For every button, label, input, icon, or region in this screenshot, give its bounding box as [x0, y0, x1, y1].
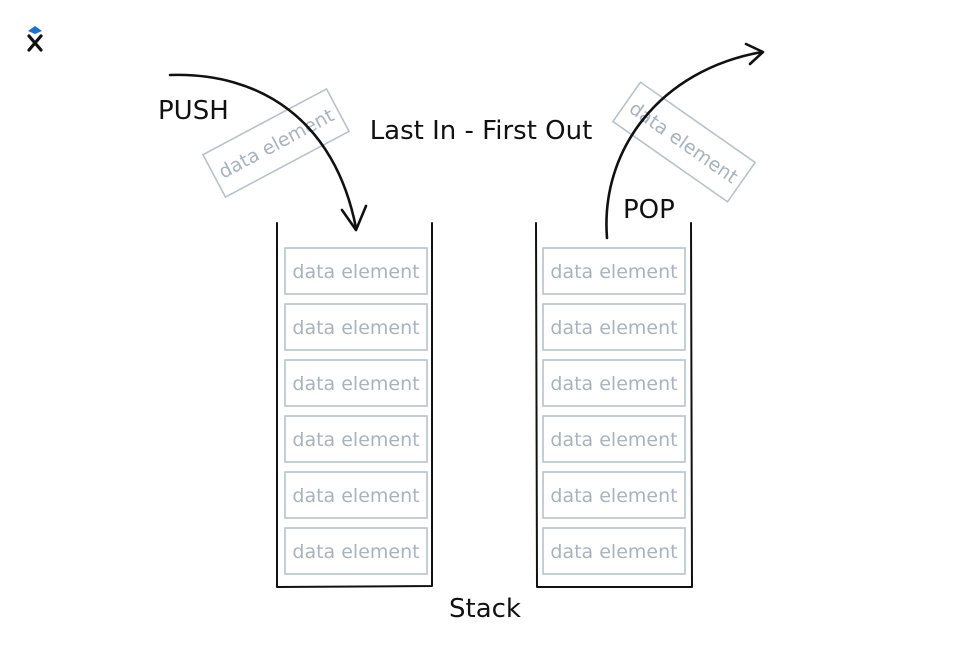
data-element-label: data element — [550, 373, 677, 395]
data-element-box — [284, 527, 428, 575]
data-element-box — [284, 359, 428, 407]
stack-right-item: data element — [542, 303, 686, 351]
stack-caption: Stack — [449, 594, 521, 624]
stack-right-item: data element — [542, 527, 686, 575]
stack-right-item: data element — [542, 247, 686, 295]
stack-right: data element data element data element data… — [535, 222, 693, 588]
diagram-title: Last In - First Out — [370, 116, 593, 146]
stack-left-item: data element — [284, 359, 428, 407]
stack-left-item: data element — [284, 303, 428, 351]
data-element-box — [542, 359, 686, 407]
data-element-box — [542, 471, 686, 519]
data-element-label: data element — [550, 429, 677, 451]
stack-right-item: data element — [542, 471, 686, 519]
data-element-box — [542, 303, 686, 351]
data-element-label: data element — [292, 373, 419, 395]
data-element-label: data element — [292, 429, 419, 451]
data-element-label: data element — [292, 485, 419, 507]
data-element-label: data element — [550, 317, 677, 339]
x-logo-icon — [27, 26, 43, 52]
stack-left-item: data element — [284, 415, 428, 463]
outgoing-data-element: data element — [611, 81, 757, 203]
stack-left-container — [276, 222, 433, 588]
data-element-box — [542, 527, 686, 575]
pop-label: POP — [623, 195, 675, 225]
data-element-label: data element — [292, 541, 419, 563]
data-element-label: data element — [550, 261, 677, 283]
stack-right-item: data element — [542, 415, 686, 463]
data-element-box — [542, 247, 686, 295]
data-element-box — [284, 247, 428, 295]
data-element-box — [284, 415, 428, 463]
data-element-label: data element — [550, 485, 677, 507]
pop-arrow — [605, 42, 765, 240]
data-element-label: data element — [292, 317, 419, 339]
data-element-label: data element — [292, 261, 419, 283]
data-element-box — [542, 415, 686, 463]
stack-right-container — [535, 222, 693, 588]
stack-right-item: data element — [542, 359, 686, 407]
stack-left-item: data element — [284, 247, 428, 295]
data-element-label: data element — [550, 541, 677, 563]
stack-left-item: data element — [284, 527, 428, 575]
data-element-box — [284, 303, 428, 351]
push-label: PUSH — [158, 96, 229, 126]
push-arrow — [168, 73, 368, 232]
stack-left-item: data element — [284, 471, 428, 519]
data-element-box — [284, 471, 428, 519]
stack-left: data element data element data element data… — [276, 222, 433, 588]
